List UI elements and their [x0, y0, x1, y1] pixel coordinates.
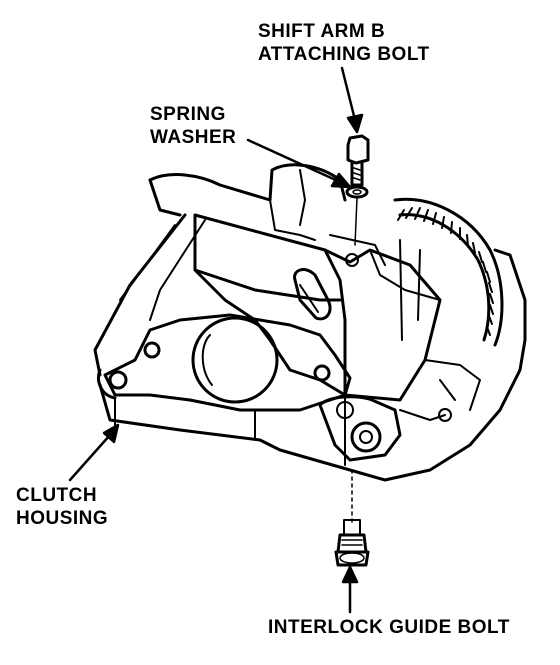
housing-body — [98, 338, 527, 482]
spring-washer-label-line1: SPRING — [150, 104, 226, 125]
clutch-housing-label: CLUTCH HOUSING — [16, 484, 108, 530]
shift-boss — [193, 213, 442, 402]
mount-flange — [103, 313, 352, 412]
spring-washer-arrowhead — [330, 172, 352, 189]
interlock-bolt-arrowhead — [341, 565, 359, 584]
shift-arm-bolt-label: SHIFT ARM B ATTACHING BOLT — [258, 20, 430, 66]
spring-washer-leader — [246, 138, 342, 184]
clutch-housing-label-line2: HOUSING — [16, 508, 109, 529]
clutch-housing-arrowhead — [102, 423, 120, 444]
upper-case-outline — [148, 163, 347, 202]
leader-arrows — [68, 66, 364, 614]
interlock-guide-bolt-drawing — [334, 519, 370, 567]
shift-arm-bolt-label-line1: SHIFT ARM B — [258, 21, 386, 42]
shift-arm-bolt-leader — [340, 66, 357, 122]
clutch-housing-leader — [68, 433, 112, 482]
shift-arm-bolt-drawing — [346, 134, 370, 187]
clutch-housing-label-line1: CLUTCH — [16, 485, 98, 506]
shift-arm-bolt-label-line2: ATTACHING BOLT — [258, 44, 430, 65]
spring-washer-drawing — [345, 185, 369, 199]
shift-arm-bolt-arrowhead — [346, 113, 364, 134]
spring-washer-label: SPRING WASHER — [150, 103, 236, 149]
boss-slot — [293, 268, 332, 321]
bolt-boss — [318, 395, 402, 462]
interlock-guide-bolt-label: INTERLOCK GUIDE BOLT — [268, 617, 510, 638]
ring-gear — [393, 197, 504, 347]
spring-washer-label-line2: WASHER — [150, 127, 237, 148]
